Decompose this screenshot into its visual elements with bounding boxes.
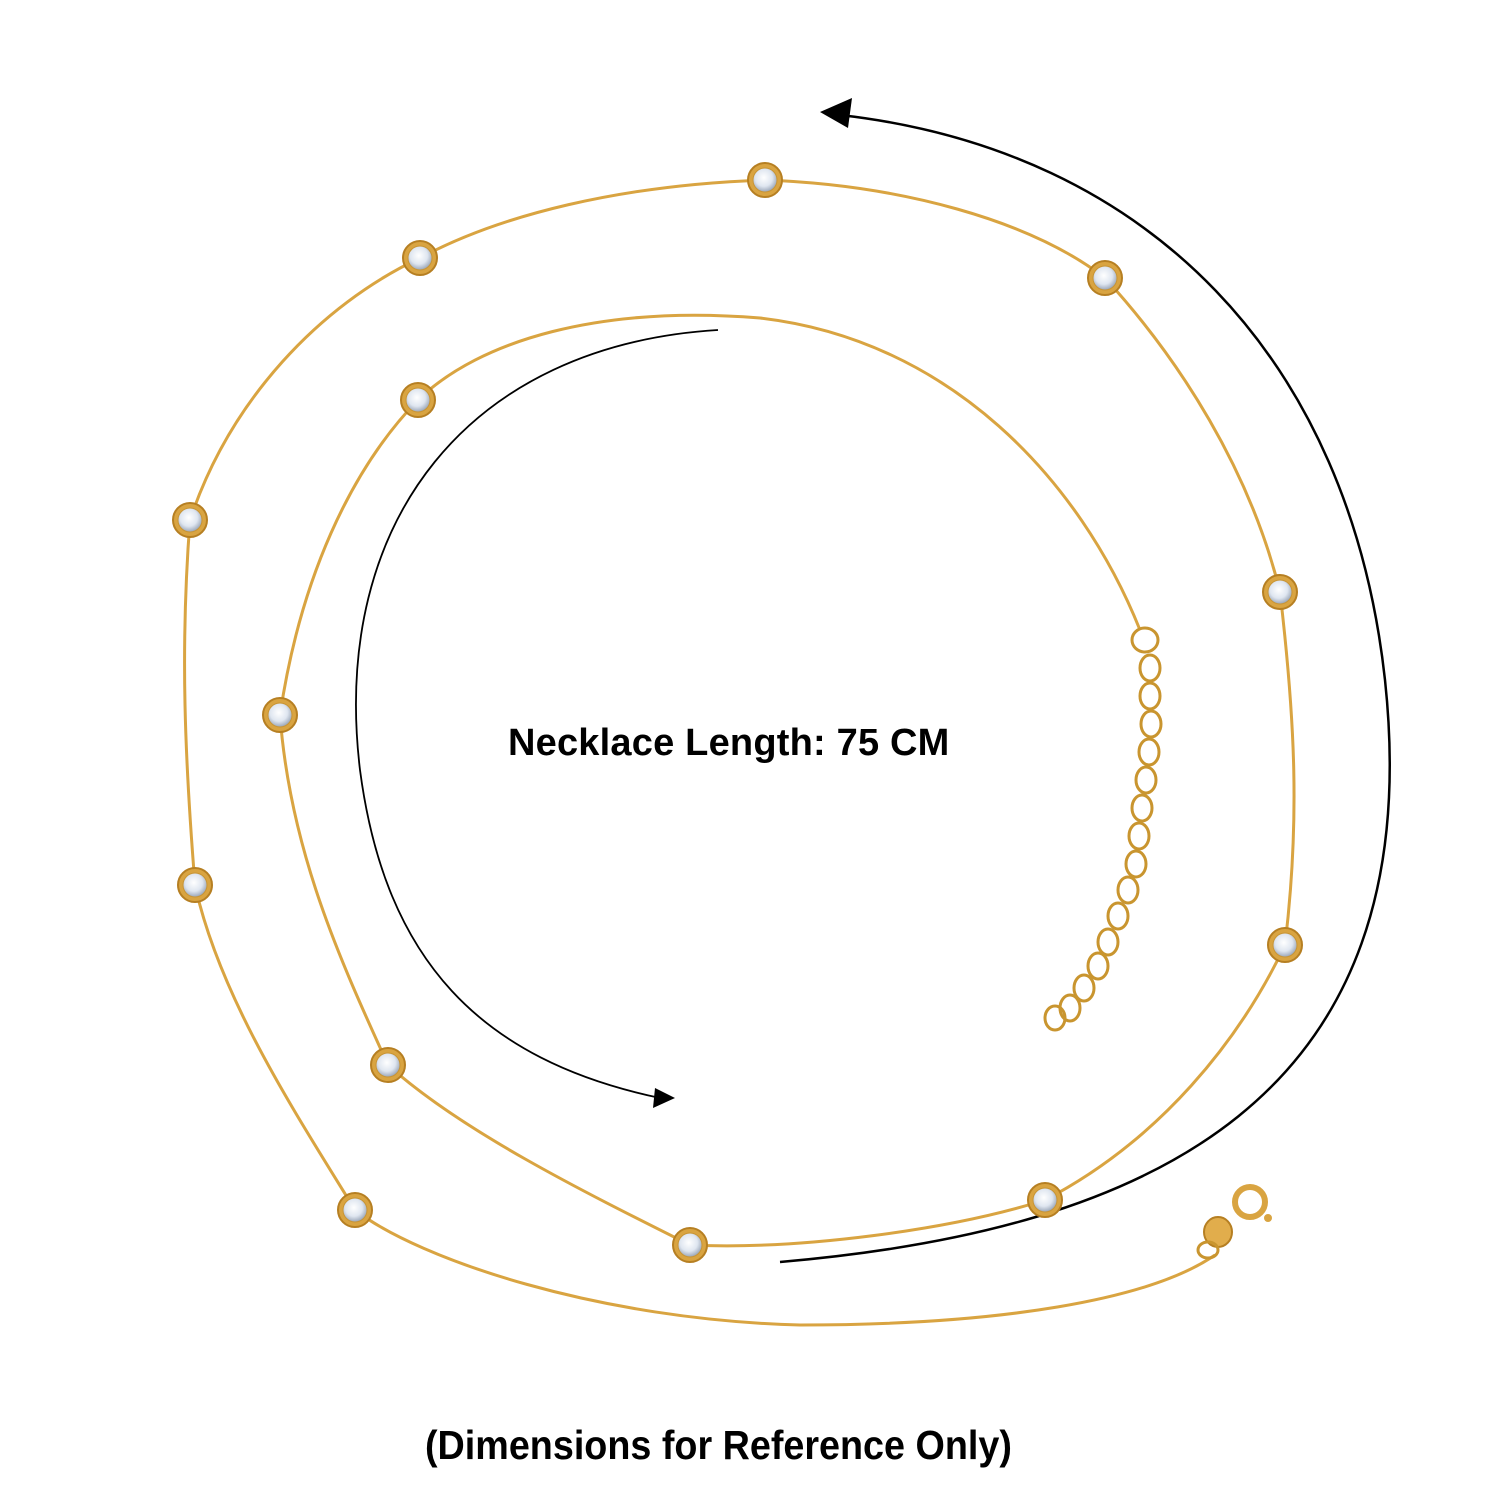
necklace-length-label: Necklace Length: 75 CM — [508, 722, 950, 764]
spring-ring-clasp — [1196, 1184, 1272, 1260]
stone-icon — [402, 240, 438, 276]
extender-chain — [1043, 626, 1163, 1032]
stone-icon — [172, 502, 208, 538]
stone-icon — [370, 1047, 406, 1083]
stone-icon — [337, 1192, 373, 1228]
inner-length-arrow — [355, 329, 719, 1108]
stone-stations — [172, 162, 1303, 1263]
arrowhead-icon — [653, 1088, 675, 1108]
stone-icon — [747, 162, 783, 198]
arrowhead-icon — [820, 98, 852, 128]
stone-icon — [262, 697, 298, 733]
stone-icon — [1087, 260, 1123, 296]
stone-icon — [1262, 574, 1298, 610]
stone-icon — [1027, 1182, 1063, 1218]
stone-icon — [1267, 927, 1303, 963]
stone-icon — [672, 1227, 708, 1263]
inner-chain — [278, 313, 1142, 1248]
dimensions-disclaimer: (Dimensions for Reference Only) — [425, 1422, 1012, 1468]
outer-length-arrow — [779, 98, 1391, 1264]
stone-icon — [400, 382, 436, 418]
stone-icon — [177, 867, 213, 903]
